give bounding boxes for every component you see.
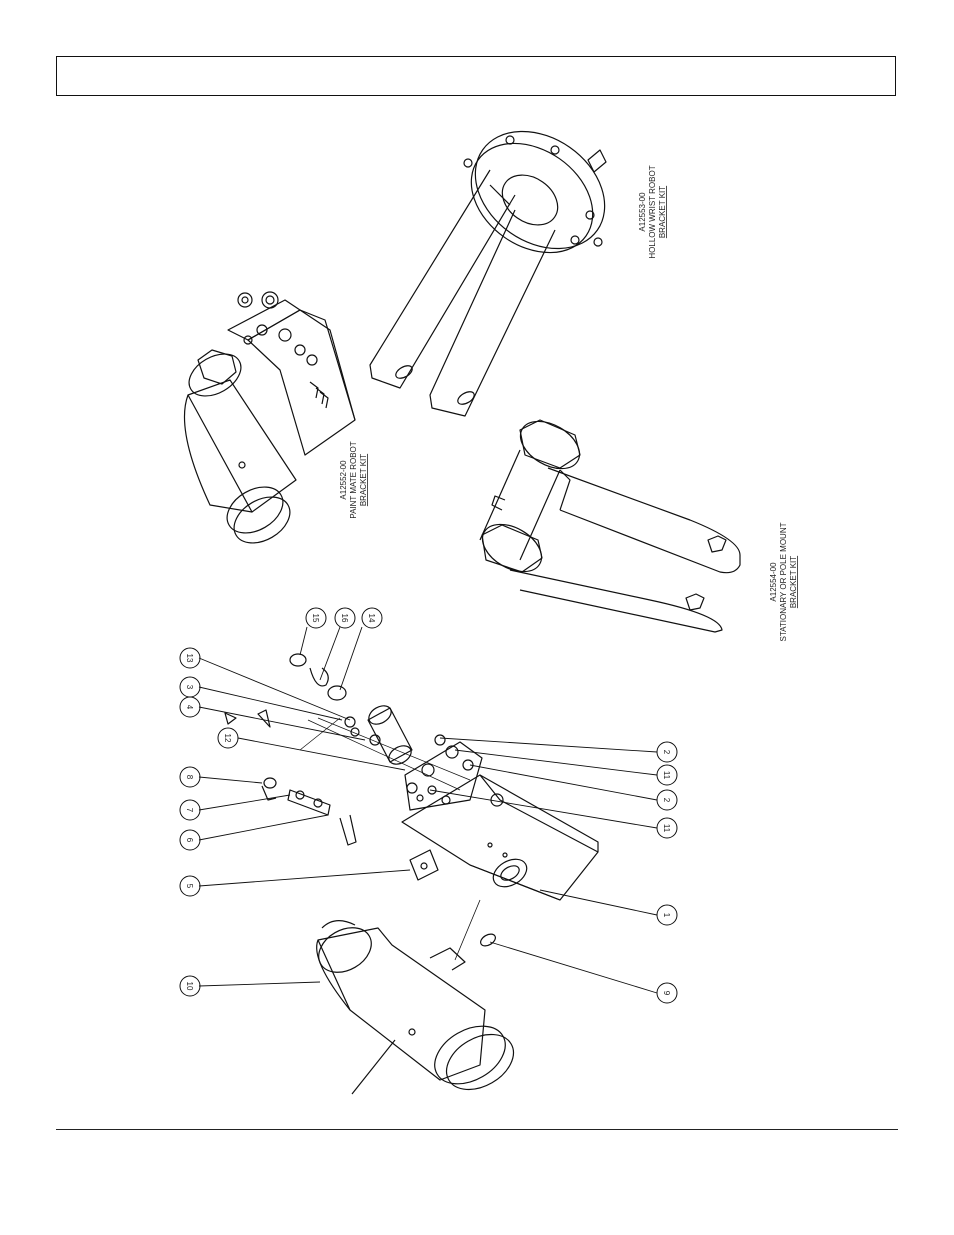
kit-name-line2: BRACKET KIT	[359, 454, 368, 506]
kit-part-number: A12554-00	[769, 562, 778, 602]
callout-9: 9	[662, 991, 671, 996]
kit-label-hollow-wrist: A12553-00 HOLLOW WRIST ROBOT BRACKET KIT	[638, 165, 667, 258]
callout-4: 4	[185, 705, 194, 710]
kit-name-line1: PAINT MATE ROBOT	[349, 441, 358, 518]
callout-5: 5	[185, 884, 194, 889]
exploded-assembly	[225, 654, 598, 1101]
callout-12: 12	[223, 734, 232, 743]
callout-10: 10	[185, 982, 194, 991]
callout-numbers: 15 16 14 13 3 4 12 8 7 6 5 10 2 11 2 11 …	[185, 614, 671, 996]
pole-mount-bracket	[474, 412, 740, 632]
kit-label-paint-mate: A12552-00 PAINT MATE ROBOT BRACKET KIT	[339, 441, 368, 518]
leader-lines	[199, 627, 657, 993]
hollow-wrist-bracket	[370, 107, 627, 416]
callout-2a: 2	[662, 750, 671, 755]
kit-name-line2: BRACKET KIT	[789, 556, 798, 608]
callout-11b: 11	[662, 824, 671, 833]
callout-15: 15	[311, 614, 320, 623]
callout-2b: 2	[662, 798, 671, 803]
paint-mate-assembly	[182, 292, 355, 552]
callout-6: 6	[185, 838, 194, 843]
kit-part-number: A12553-00	[638, 192, 647, 232]
callout-16: 16	[340, 614, 349, 623]
kit-name-line1: STATIONARY OR POLE MOUNT	[779, 522, 788, 641]
callout-8: 8	[185, 775, 194, 780]
kit-name-line1: HOLLOW WRIST ROBOT	[648, 165, 657, 258]
kit-label-pole-mount: A12554-00 STATIONARY OR POLE MOUNT BRACK…	[769, 522, 798, 641]
callout-14: 14	[367, 614, 376, 623]
kit-part-number: A12552-00	[339, 460, 348, 500]
callout-11a: 11	[662, 771, 671, 780]
callout-13: 13	[185, 654, 194, 663]
kit-name-line2: BRACKET KIT	[658, 186, 667, 238]
callout-3: 3	[185, 685, 194, 690]
callout-1: 1	[662, 913, 671, 918]
callout-7: 7	[185, 808, 194, 813]
